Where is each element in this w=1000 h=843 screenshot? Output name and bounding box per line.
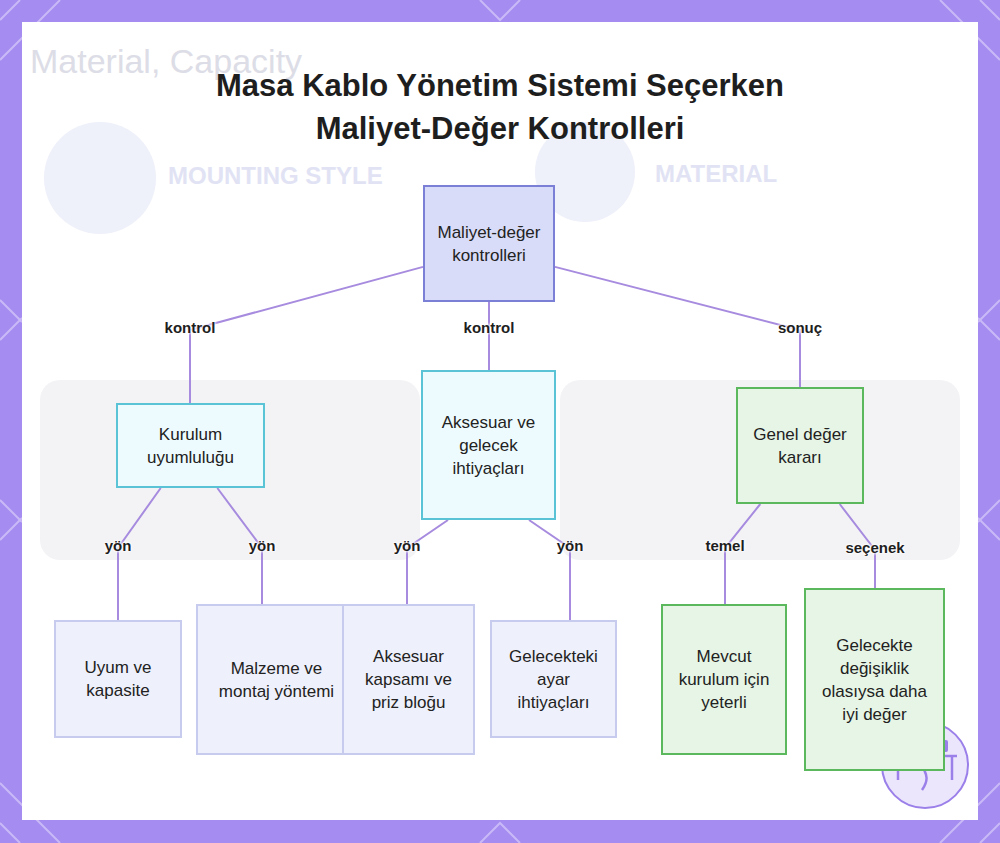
node-text: Malzeme ve montaj yöntemi [206, 657, 347, 703]
background-photo [560, 380, 960, 560]
node-text-group: Kurulum uyumluluğu [126, 423, 255, 469]
connector-line [407, 520, 448, 604]
connector-line [190, 267, 423, 403]
root-box: Maliyet-değer kontrolleri [423, 185, 555, 302]
edge-label: yön [249, 537, 276, 554]
aspect-box: Malzeme ve montaj yöntemi [196, 604, 357, 755]
control-box: Aksesuar ve gelecek ihtiyaçları [421, 370, 556, 520]
node-text-group: Maliyet-değer kontrolleri [433, 221, 545, 267]
content-panel [22, 22, 978, 820]
node-text-group: Uyum ve kapasite [64, 656, 172, 702]
node-text: Mevcut kurulum için yeterli [671, 645, 777, 714]
edge-label: yön [394, 537, 421, 554]
node-text: Kurulum uyumluluğu [126, 423, 255, 469]
background-icon [44, 122, 156, 234]
edge-label: temel [705, 537, 744, 554]
node-text-group: Gelecekteki ayar ihtiyaçları [500, 645, 607, 714]
background-label: MATERIAL [655, 160, 777, 188]
node-text-group: Aksesuar kapsamı ve priz bloğu [352, 645, 465, 714]
aspect-box: Uyum ve kapasite [54, 620, 182, 738]
edge-label: kontrol [165, 319, 216, 336]
result-box: Genel değer kararı [736, 387, 864, 504]
node-text-group: Gelecekte değişiklik olasıysa daha iyi d… [814, 634, 935, 726]
option-box: Gelecekte değişiklik olasıysa daha iyi d… [804, 588, 945, 771]
aspect-box: Gelecekteki ayar ihtiyaçları [490, 620, 617, 738]
control-box: Kurulum uyumluluğu [116, 403, 265, 488]
option-box: Mevcut kurulum için yeterli [661, 604, 787, 755]
node-text: Gelecekteki ayar ihtiyaçları [500, 645, 607, 714]
background-label: MOUNTING STYLE [168, 162, 383, 190]
connector-line [725, 504, 760, 604]
node-text-group: Genel değer kararı [746, 423, 854, 469]
connector-line [529, 520, 570, 620]
edge-label: yön [105, 537, 132, 554]
edge-label: yön [557, 537, 584, 554]
node-text: Aksesuar kapsamı ve priz bloğu [352, 645, 465, 714]
node-text: Aksesuar ve gelecek ihtiyaçları [431, 411, 546, 480]
aspect-box: Aksesuar kapsamı ve priz bloğu [342, 604, 475, 755]
background-photo [40, 380, 420, 560]
connector-line [118, 488, 161, 620]
node-text: Uyum ve kapasite [64, 656, 172, 702]
node-text: Genel değer kararı [746, 423, 854, 469]
node-text: Maliyet-değer kontrolleri [433, 221, 545, 267]
edge-label: seçenek [845, 539, 904, 556]
node-text-group: Aksesuar ve gelecek ihtiyaçları [431, 411, 546, 480]
diagram-title: Masa Kablo Yönetim Sistemi Seçerken Mali… [180, 64, 820, 150]
node-text: Gelecekte değişiklik olasıysa daha iyi d… [814, 634, 935, 726]
edge-label: sonuç [778, 319, 822, 336]
connector-line [555, 267, 800, 387]
node-text-group: Malzeme ve montaj yöntemi [206, 657, 347, 703]
node-text-group: Mevcut kurulum için yeterli [671, 645, 777, 714]
connector-line [488, 302, 490, 370]
edge-label: kontrol [464, 319, 515, 336]
